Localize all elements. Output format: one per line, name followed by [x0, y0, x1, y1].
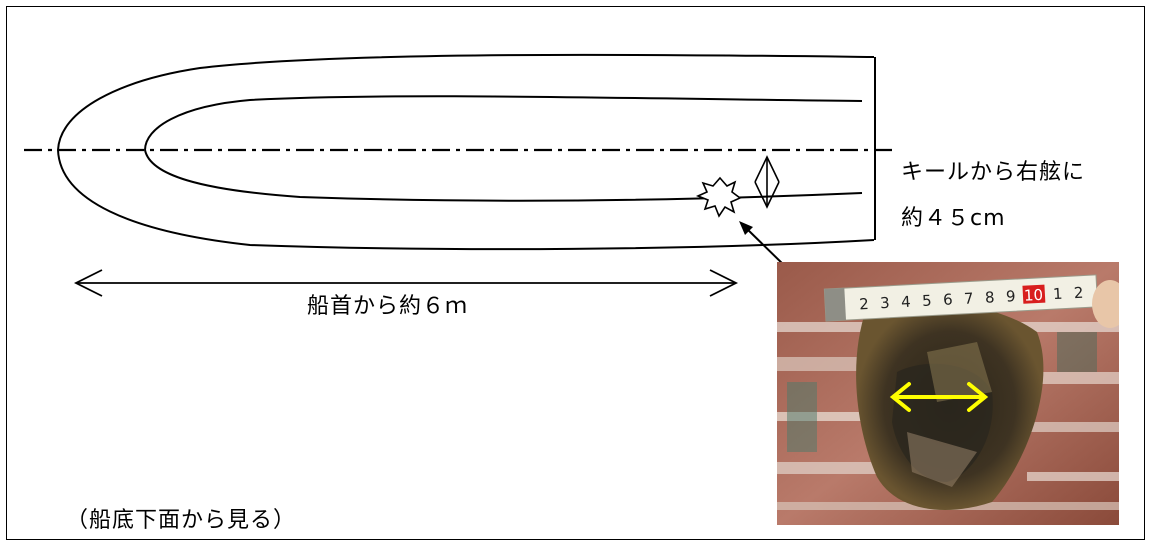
- tape-measure: 2 3 4 5 6 7 8 9 10 1 2: [823, 274, 1119, 328]
- hull-inner-outline: [143, 95, 863, 202]
- tape-number: 9: [1006, 287, 1016, 305]
- diagram-frame: [6, 6, 1145, 540]
- tape-number: 8: [985, 288, 995, 306]
- damage-photo-image: 2 3 4 5 6 7 8 9 10 1 2: [777, 262, 1119, 525]
- tape-number: 1: [1052, 285, 1062, 303]
- view-note-label: （船底下面から見る）: [66, 508, 297, 533]
- damage-burst-icon: [695, 176, 742, 218]
- tape-number: 5: [922, 292, 932, 310]
- hull-outer-outline: [56, 53, 875, 251]
- tape-number: 10: [1023, 286, 1043, 305]
- keel-offset-label: キールから右舷に: [901, 160, 1086, 185]
- tape-number: 2: [1073, 284, 1083, 302]
- damage-photo: 2 3 4 5 6 7 8 9 10 1 2: [777, 262, 1119, 525]
- photo-pointer-arrow: [739, 221, 789, 270]
- bow-distance-label: 船首から約６ｍ: [307, 294, 469, 319]
- keel-offset-distance-label: 約４５cm: [901, 206, 1006, 231]
- tape-number: 2: [859, 295, 869, 313]
- tape-number: 6: [943, 290, 953, 308]
- bow-distance-arrow: [73, 269, 739, 297]
- keel-offset-marker: [754, 155, 780, 209]
- yellow-width-arrow: [889, 382, 989, 412]
- tape-number: 4: [901, 293, 911, 311]
- tape-number: 7: [964, 289, 974, 307]
- tape-number: 3: [880, 294, 890, 312]
